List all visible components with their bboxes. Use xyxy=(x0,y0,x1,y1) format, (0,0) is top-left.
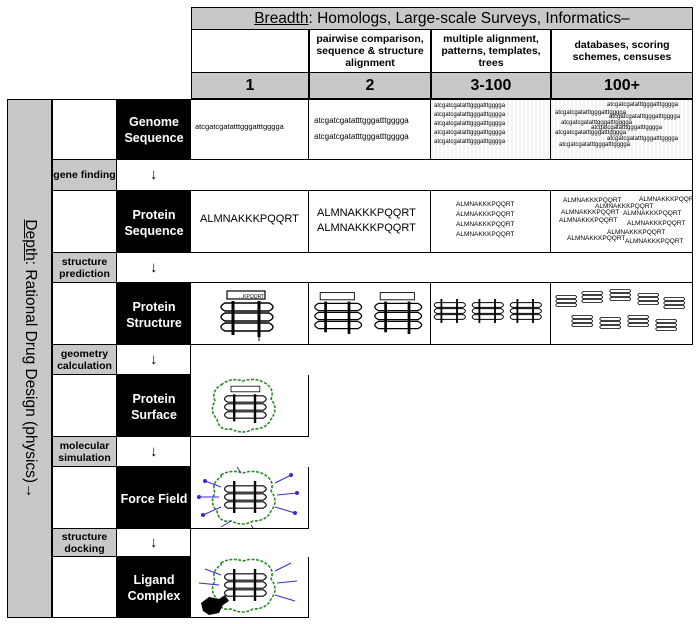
down-arrow-icon: ↓ xyxy=(150,166,158,183)
depth-term: Depth xyxy=(21,218,39,261)
column-desc-1 xyxy=(191,30,309,73)
force-field-label: Force Field xyxy=(117,467,191,529)
genome-cell-4: atcgatcgatatttgggatttgggga atcgatcgatatt… xyxy=(551,99,693,160)
dna-sequence: atcgatcgatatttgggatttgggga xyxy=(434,139,506,145)
genome-cell-2: atcgatcgatatttgggatttgggga atcgatcgatatt… xyxy=(309,99,431,160)
protein-sequence: ALMNAKKKPQQRT xyxy=(456,231,515,238)
coil-helix-icon xyxy=(555,289,685,332)
protein-seq-cell-4: ALMNAKKKPQQRT ALMNAKKKPQQRT ALMNAKKKPQQR… xyxy=(551,191,693,253)
genome-sequence-label: Genome Sequence xyxy=(117,99,191,160)
down-arrow-icon: ↓ xyxy=(150,351,158,368)
dna-sequence: atcgatcgatatttgggatttgggga xyxy=(609,114,681,120)
column-num-4: 100+ xyxy=(551,73,693,99)
protein-sequence: ALMNAKKKPQQRT xyxy=(559,217,618,224)
depth-axis: Depth: Rational Drug Design (physics)→ xyxy=(7,99,52,618)
protein-sequence: ALMNAKKKPQQRT xyxy=(456,221,515,228)
blank-cell xyxy=(52,557,117,618)
protein-seq-cell-1: ALMNAKKKPQQRT xyxy=(191,191,309,253)
step-structure-prediction: structure prediction xyxy=(52,253,117,283)
coil-helix-icon xyxy=(314,292,423,335)
structure-cell-4 xyxy=(551,283,693,345)
coil-helix-icon xyxy=(433,299,542,324)
breadth-term: Breadth xyxy=(254,9,309,27)
arrow-row: ↓ xyxy=(117,345,191,375)
step-structure-docking: structure docking xyxy=(52,529,117,557)
genome-cell-1: atcgatcgatatttgggatttgggga xyxy=(191,99,309,160)
column-desc-2: pairwise comparison, sequence & structur… xyxy=(309,30,431,73)
depth-text: : Rational Drug Design (physics)→ xyxy=(21,260,39,499)
protein-seq-cell-3: ALMNAKKKPQQRT ALMNAKKKPQQRT ALMNAKKKPQQR… xyxy=(431,191,551,253)
breadth-header: Breadth: Homologs, Large-scale Surveys, … xyxy=(191,7,693,30)
dna-sequence: atcgatcgatatttgggatttgggga xyxy=(555,130,627,136)
structure-cell-2 xyxy=(309,283,431,345)
breadth-text: : Homologs, Large-scale Surveys, Informa… xyxy=(308,9,630,27)
protein-structure-label: Protein Structure xyxy=(117,283,191,345)
ligand-complex-label: Ligand Complex xyxy=(117,557,191,618)
column-num-3: 3-100 xyxy=(431,73,551,99)
step-gene-finding: gene finding xyxy=(52,160,117,191)
ligand-icon xyxy=(198,558,298,615)
protein-sequence-label: Protein Sequence xyxy=(117,191,191,253)
blank-cell xyxy=(52,375,117,437)
dna-sequence: atcgatcgatatttgggatttgggga xyxy=(561,120,633,126)
protein-sequence: ALMNAKKKPQQRT xyxy=(607,229,666,236)
force-arrows-icon xyxy=(197,467,299,528)
arrow-row: ↓ xyxy=(117,160,693,191)
blank-cell xyxy=(52,283,117,345)
protein-sequence: ALMNAKKKPQQRT xyxy=(317,222,416,234)
protein-sequence: ALMNAKKKPQQRT xyxy=(456,201,515,208)
dna-sequence: atcgatcgatatttgggatttgggga xyxy=(607,136,679,142)
dna-sequence: atcgatcgatatttgggatttgggga xyxy=(434,130,506,136)
protein-seq-cell-2: ALMNAKKKPQQRT ALMNAKKKPQQRT xyxy=(309,191,431,253)
down-arrow-icon: ↓ xyxy=(150,259,158,276)
blank-cell xyxy=(52,467,117,529)
structure-cell-1: ...KPQQRT xyxy=(191,283,309,345)
protein-sequence: ALMNAKKKPQQRT xyxy=(317,207,416,219)
structure-label: ...KPQQRT xyxy=(239,294,264,300)
protein-sequence: ALMNAKKKPQQRT xyxy=(456,211,515,218)
structure-cell-3 xyxy=(431,283,551,345)
column-num-2: 2 xyxy=(309,73,431,99)
step-geometry-calculation: geometry calculation xyxy=(52,345,117,375)
dna-sequence: atcgatcgatatttgggatttgggga xyxy=(559,142,631,148)
protein-sequence: ALMNAKKKPQQRT xyxy=(563,197,622,204)
column-desc-3: multiple alignment, patterns, templates,… xyxy=(431,30,551,73)
genome-cell-3: atcgatcgatatttgggatttgggga atcgatcgatatt… xyxy=(431,99,551,160)
dna-sequence: atcgatcgatatttgggatttgggga xyxy=(195,122,284,131)
down-arrow-icon: ↓ xyxy=(150,534,158,551)
dna-sequence: atcgatcgatatttgggatttgggga xyxy=(314,116,409,125)
ligand-cell xyxy=(191,557,309,618)
dna-sequence: atcgatcgatatttgggatttgggga xyxy=(555,110,627,116)
arrow-row: ↓ xyxy=(117,437,191,467)
surface-blob-icon xyxy=(211,378,276,433)
protein-sequence: ALMNAKKKPQQRT xyxy=(567,235,626,242)
coil-helix-icon: ...KPQQRT xyxy=(220,290,274,341)
blank-cell xyxy=(52,191,117,253)
dna-sequence: atcgatcgatatttgggatttgggga xyxy=(607,102,679,108)
dna-sequence: atcgatcgatatttgggatttgggga xyxy=(314,132,409,141)
arrow-row: ↓ xyxy=(117,529,191,557)
surface-cell xyxy=(191,375,309,437)
arrow-row: ↓ xyxy=(117,253,693,283)
protein-sequence: ALMNAKKKPQQRT xyxy=(623,210,682,217)
down-arrow-icon: ↓ xyxy=(150,443,158,460)
protein-sequence: ALMNAKKKPQQRT xyxy=(200,213,299,225)
protein-surface-label: Protein Surface xyxy=(117,375,191,437)
dna-sequence: atcgatcgatatttgggatttgggga xyxy=(434,121,506,127)
blank-cell xyxy=(52,99,117,160)
step-molecular-simulation: molecular simulation xyxy=(52,437,117,467)
protein-sequence: ALMNAKKKPQQRT xyxy=(625,238,684,245)
protein-sequence: ALMNAKKKPQQRT xyxy=(639,196,693,203)
dna-sequence: atcgatcgatatttgggatttgggga xyxy=(434,103,506,109)
force-field-cell xyxy=(191,467,309,529)
protein-sequence: ALMNAKKKPQQRT xyxy=(561,209,620,216)
protein-sequence: ALMNAKKKPQQRT xyxy=(595,203,654,210)
dna-sequence: atcgatcgatatttgggatttgggga xyxy=(434,112,506,118)
column-num-1: 1 xyxy=(191,73,309,99)
column-desc-4: databases, scoring schemes, censuses xyxy=(551,30,693,73)
dna-sequence: atcgatcgatatttgggatttgggga xyxy=(591,125,663,131)
protein-sequence: ALMNAKKKPQQRT xyxy=(627,220,686,227)
